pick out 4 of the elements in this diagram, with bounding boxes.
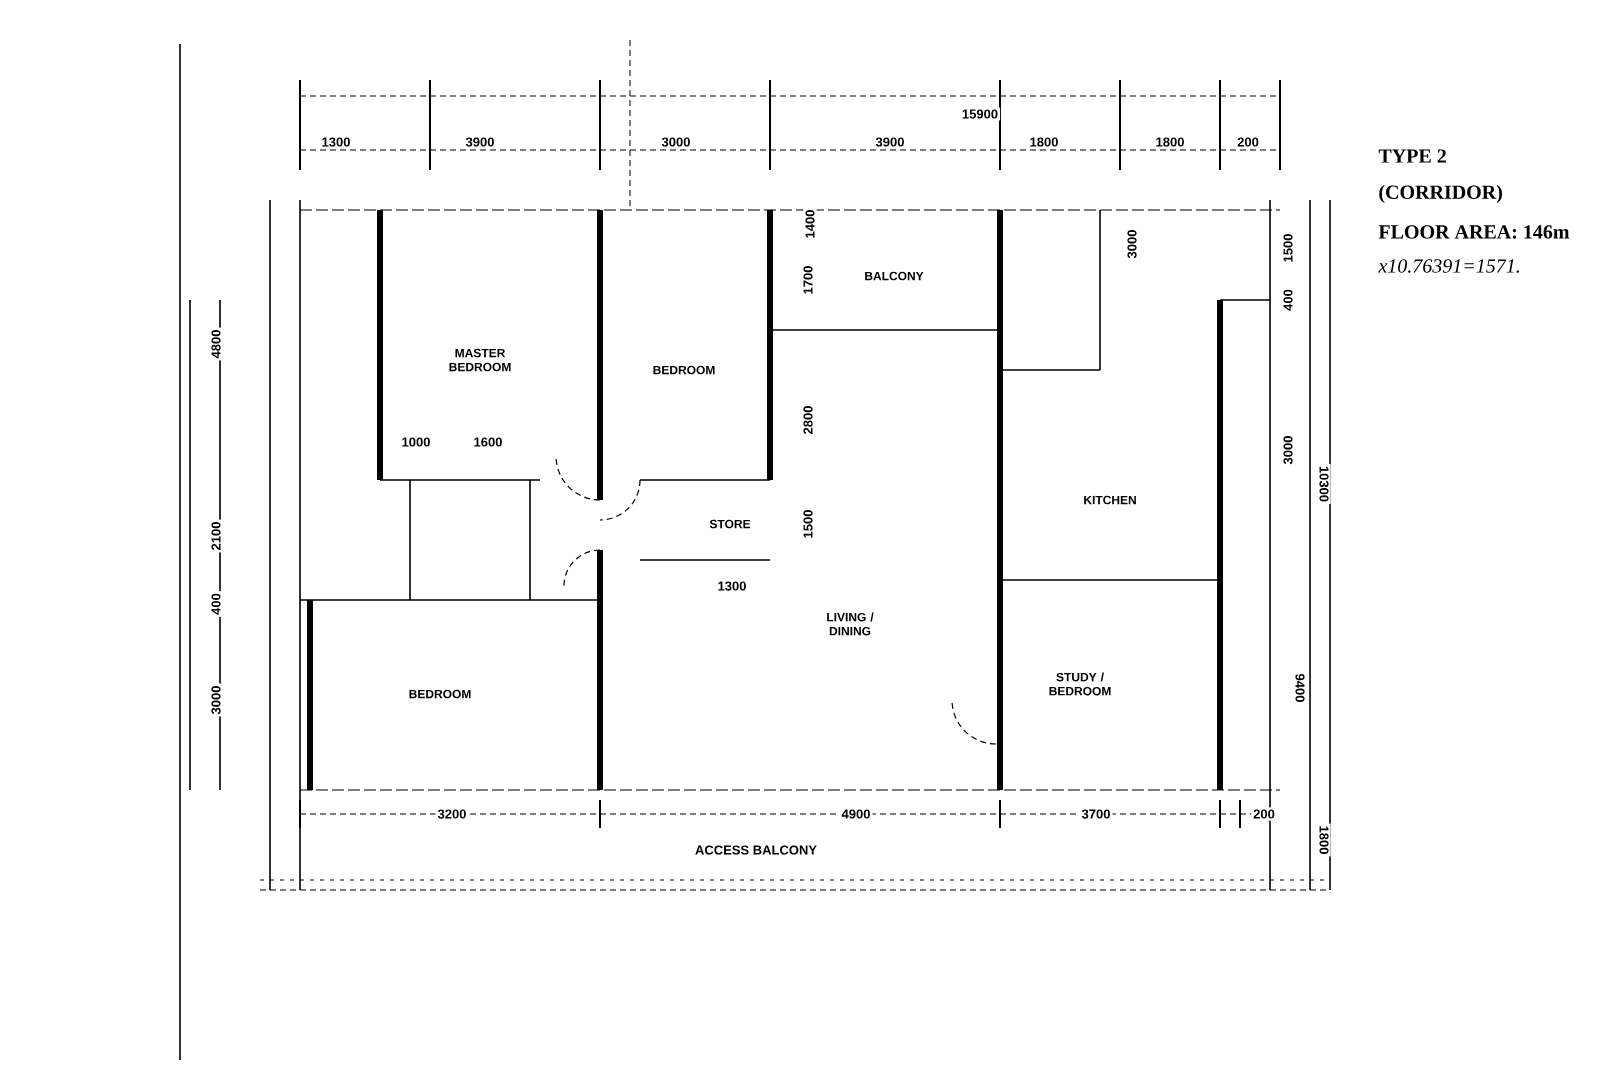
title-text: FLOOR AREA: 146m — [1376, 223, 1572, 241]
handwritten-note: x10.76391=1571. — [1376, 257, 1523, 275]
title-text: (CORRIDOR) — [1376, 182, 1505, 206]
title-text: TYPE 2 — [1378, 149, 1446, 163]
